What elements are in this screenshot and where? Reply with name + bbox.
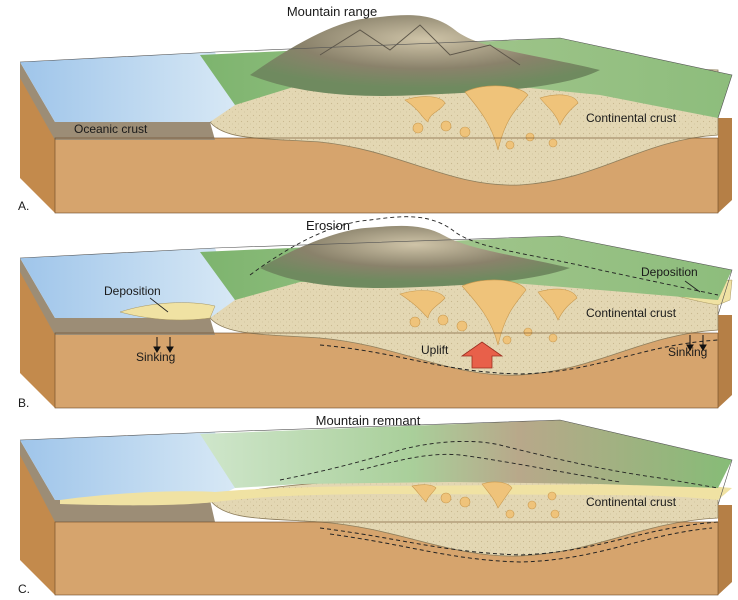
panel-letter: C. xyxy=(18,582,30,596)
panel-letter: B. xyxy=(18,396,29,410)
oceanic-crust xyxy=(20,258,215,335)
label-continental-crust: Continental crust xyxy=(586,111,677,125)
block-side-face xyxy=(718,315,732,408)
block-top-outline xyxy=(19,419,733,506)
block-left-face xyxy=(20,258,55,408)
block-front-outline xyxy=(54,521,719,596)
deposition-leader-left xyxy=(149,297,169,313)
magma-plutons xyxy=(399,279,578,346)
panel-b: Erosion Deposition Deposition Continenta… xyxy=(18,216,733,410)
block-top-outline xyxy=(19,37,733,119)
sinking-arrows-left xyxy=(153,337,174,353)
block-side-face xyxy=(718,505,732,595)
former-mountain-outline-2 xyxy=(359,453,621,483)
former-crust-base-line-1 xyxy=(319,521,719,556)
label-deposition-left: Deposition xyxy=(104,284,161,298)
ocean-surface xyxy=(20,248,235,318)
mountain-range xyxy=(250,15,600,96)
magma-plutons xyxy=(411,481,560,519)
label-continental-crust: Continental crust xyxy=(586,495,677,509)
panel-letter: A. xyxy=(18,199,29,213)
panel-title: Mountain range xyxy=(287,4,377,19)
former-mountain-outline xyxy=(279,440,719,489)
block-front-outline xyxy=(54,332,719,409)
label-uplift: Uplift xyxy=(421,343,449,357)
mountain-range xyxy=(260,225,570,289)
block-side-face xyxy=(718,118,732,213)
block-left-face xyxy=(20,62,55,213)
label-continental-crust: Continental crust xyxy=(586,306,677,320)
land-surface xyxy=(200,420,732,488)
deposition-leader-right xyxy=(684,280,701,293)
panel-a: Mountain range Oceanic crust Continental… xyxy=(18,4,733,214)
former-crust-base-line-2 xyxy=(329,527,713,563)
ocean-surface xyxy=(20,52,235,122)
magma-plutons xyxy=(404,85,579,151)
mountain-ridges xyxy=(319,24,521,66)
label-deposition-right: Deposition xyxy=(641,265,698,279)
oceanic-crust xyxy=(20,62,215,140)
former-crust-base-line xyxy=(319,339,719,375)
panel-c: Mountain remnant Continental crust C. xyxy=(18,413,733,596)
block-left-face xyxy=(20,440,55,595)
sinking-arrows-right xyxy=(686,335,707,351)
block-front-outline xyxy=(54,137,719,214)
panel-title: Erosion xyxy=(306,218,350,233)
label-oceanic-crust: Oceanic crust xyxy=(74,122,148,136)
label-sinking-left: Sinking xyxy=(136,350,175,364)
former-mountain-outline xyxy=(249,216,719,296)
block-top-outline xyxy=(19,235,733,316)
panel-title: Mountain remnant xyxy=(316,413,421,428)
uplift-arrow[interactable] xyxy=(460,341,504,369)
ocean-surface xyxy=(20,432,235,500)
label-sinking-right: Sinking xyxy=(668,345,707,359)
sediment-layer xyxy=(60,484,732,506)
